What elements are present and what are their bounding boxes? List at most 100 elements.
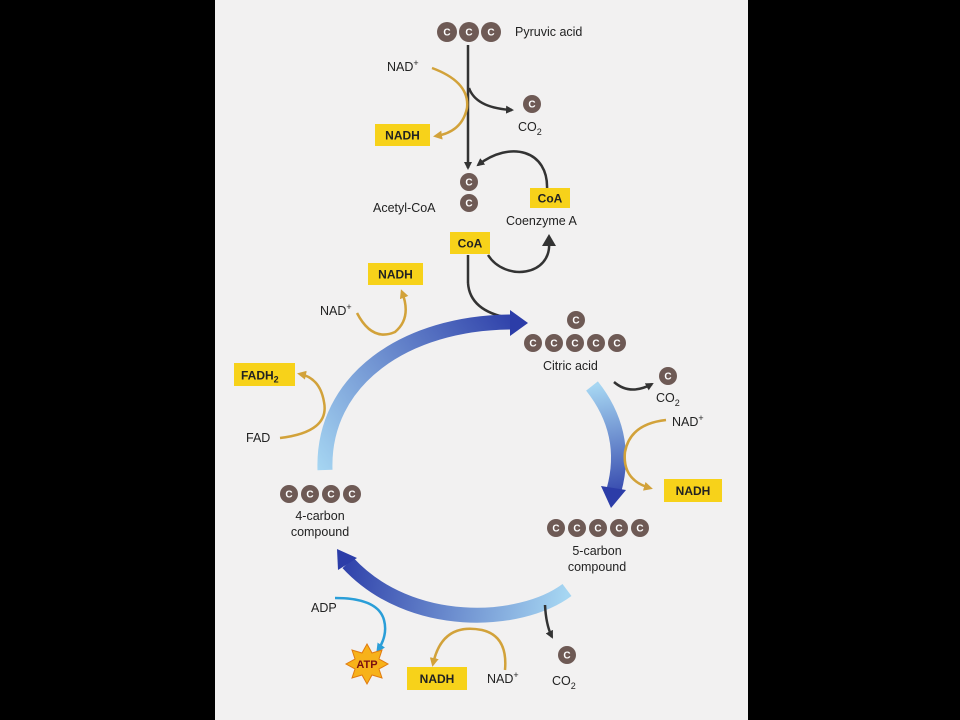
coa-right-label: CoA bbox=[538, 192, 563, 206]
carbon-atom bbox=[587, 334, 605, 352]
label-box bbox=[368, 263, 423, 285]
carbon-atom bbox=[481, 22, 501, 42]
five-carbon-carbons: C C C C C bbox=[547, 519, 649, 537]
co2-bottom-main: CO bbox=[552, 674, 571, 688]
label-box bbox=[234, 363, 295, 386]
co2-top-subscript: 2 bbox=[537, 127, 542, 137]
carbon-atom bbox=[280, 485, 298, 503]
carbon-atom bbox=[545, 334, 563, 352]
carbon-symbol: C bbox=[613, 339, 620, 350]
carbon-atom bbox=[566, 334, 584, 352]
carbon-symbol: C bbox=[529, 339, 536, 350]
cycle-arc-top-head bbox=[510, 310, 528, 336]
co2-right-main: CO bbox=[656, 391, 675, 405]
five-carbon-label-line1: 5-carbon bbox=[572, 544, 621, 558]
nad-left-superscript: + bbox=[346, 302, 351, 312]
citric-acid-carbons: C C C C C C bbox=[524, 311, 626, 352]
fad-label: FAD bbox=[246, 431, 270, 445]
nadh-left-box: NADH bbox=[368, 263, 423, 285]
coenzyme-a-recycle-arrowhead bbox=[542, 234, 556, 246]
four-carbon-label-line2: compound bbox=[291, 525, 349, 539]
nad-bottom-label: NAD+ bbox=[487, 670, 519, 686]
carbon-atom bbox=[437, 22, 457, 42]
carbon-symbol: C bbox=[528, 100, 535, 111]
nadh-right-label: NADH bbox=[676, 484, 711, 498]
atp-star: ATP bbox=[344, 642, 390, 686]
carbon-symbol: C bbox=[592, 339, 599, 350]
carbon-atom bbox=[523, 95, 541, 113]
co2-right-label: CO2 bbox=[656, 391, 680, 408]
carbon-atom bbox=[524, 334, 542, 352]
cycle-arc-right bbox=[586, 381, 626, 492]
adp-to-atp-arrow bbox=[334, 596, 387, 653]
co2-top-main: CO bbox=[518, 120, 537, 134]
nadh-left-label: NADH bbox=[378, 268, 413, 282]
label-box bbox=[450, 232, 490, 254]
carbon-atom bbox=[608, 334, 626, 352]
nad-left-label: NAD+ bbox=[320, 302, 352, 318]
nad-right-superscript: + bbox=[698, 413, 703, 423]
carbon-symbol: C bbox=[327, 490, 334, 501]
fadh2-main: FADH bbox=[241, 369, 274, 383]
co2-release-bottom-arrow bbox=[543, 604, 554, 639]
nad-to-nadh-left-arrow bbox=[355, 289, 409, 336]
carbon-atom bbox=[610, 519, 628, 537]
co2-bottom-label: CO2 bbox=[552, 674, 576, 691]
carbon-symbol: C bbox=[550, 339, 557, 350]
carbon-symbol: C bbox=[552, 524, 559, 535]
nad-left-main: NAD bbox=[320, 304, 346, 318]
carbon-atom bbox=[460, 173, 478, 191]
carbon-symbol: C bbox=[348, 490, 355, 501]
carbon-symbol: C bbox=[306, 490, 313, 501]
carbon-symbol: C bbox=[573, 524, 580, 535]
carbon-atom bbox=[322, 485, 340, 503]
nadh-top-label: NADH bbox=[385, 129, 420, 143]
acetyl-coa-label: Acetyl-CoA bbox=[373, 201, 436, 215]
carbon-symbol: C bbox=[465, 28, 472, 39]
carbon-atom bbox=[631, 519, 649, 537]
pyruvic-acid-label: Pyruvic acid bbox=[515, 25, 582, 39]
nad-right-label: NAD+ bbox=[672, 413, 704, 429]
carbon-atom bbox=[567, 311, 585, 329]
nadh-bottom-box: NADH bbox=[407, 667, 467, 690]
carbon-atom bbox=[459, 22, 479, 42]
four-carbon-label-line1: 4-carbon bbox=[295, 509, 344, 523]
carbon-atom bbox=[343, 485, 361, 503]
co2-right-carbon: C bbox=[659, 367, 677, 385]
nad-bottom-superscript: + bbox=[513, 670, 518, 680]
carbon-atom bbox=[301, 485, 319, 503]
carbon-atom bbox=[547, 519, 565, 537]
co2-release-right-arrow bbox=[613, 381, 654, 391]
fadh2-subscript: 2 bbox=[274, 375, 279, 385]
nadh-right-box: NADH bbox=[664, 479, 722, 502]
co2-top-label: CO2 bbox=[518, 120, 542, 137]
five-carbon-label-line2: compound bbox=[568, 560, 626, 574]
cycle-arc-bottom bbox=[342, 557, 572, 623]
coa-bottom-box: CoA bbox=[450, 232, 490, 254]
coa-bottom-label: CoA bbox=[458, 237, 483, 251]
pyruvic-acid-carbons: C C C bbox=[437, 22, 501, 42]
carbon-atom bbox=[589, 519, 607, 537]
carbon-symbol: C bbox=[636, 524, 643, 535]
carbon-symbol: C bbox=[594, 524, 601, 535]
acetyl-carbons: C C bbox=[460, 173, 478, 212]
carbon-symbol: C bbox=[465, 199, 472, 210]
co2-right-subscript: 2 bbox=[675, 398, 680, 408]
nad-to-nadh-top-arrow bbox=[431, 66, 469, 140]
carbon-symbol: C bbox=[465, 178, 472, 189]
coenzyme-a-recycle-arrow bbox=[478, 150, 551, 274]
carbon-symbol: C bbox=[487, 28, 494, 39]
cycle-arc-top bbox=[317, 314, 514, 471]
nad-to-nadh-right-arrow bbox=[623, 418, 667, 491]
coenzyme-a-label: Coenzyme A bbox=[506, 214, 578, 228]
label-box bbox=[530, 188, 570, 208]
co2-bottom-carbon: C bbox=[558, 646, 576, 664]
carbon-symbol: C bbox=[664, 372, 671, 383]
adp-label: ADP bbox=[311, 601, 337, 615]
label-box bbox=[407, 667, 467, 690]
carbon-atom bbox=[659, 367, 677, 385]
carbon-symbol: C bbox=[285, 490, 292, 501]
co2-top-carbon: C bbox=[523, 95, 541, 113]
carbon-atom bbox=[460, 194, 478, 212]
